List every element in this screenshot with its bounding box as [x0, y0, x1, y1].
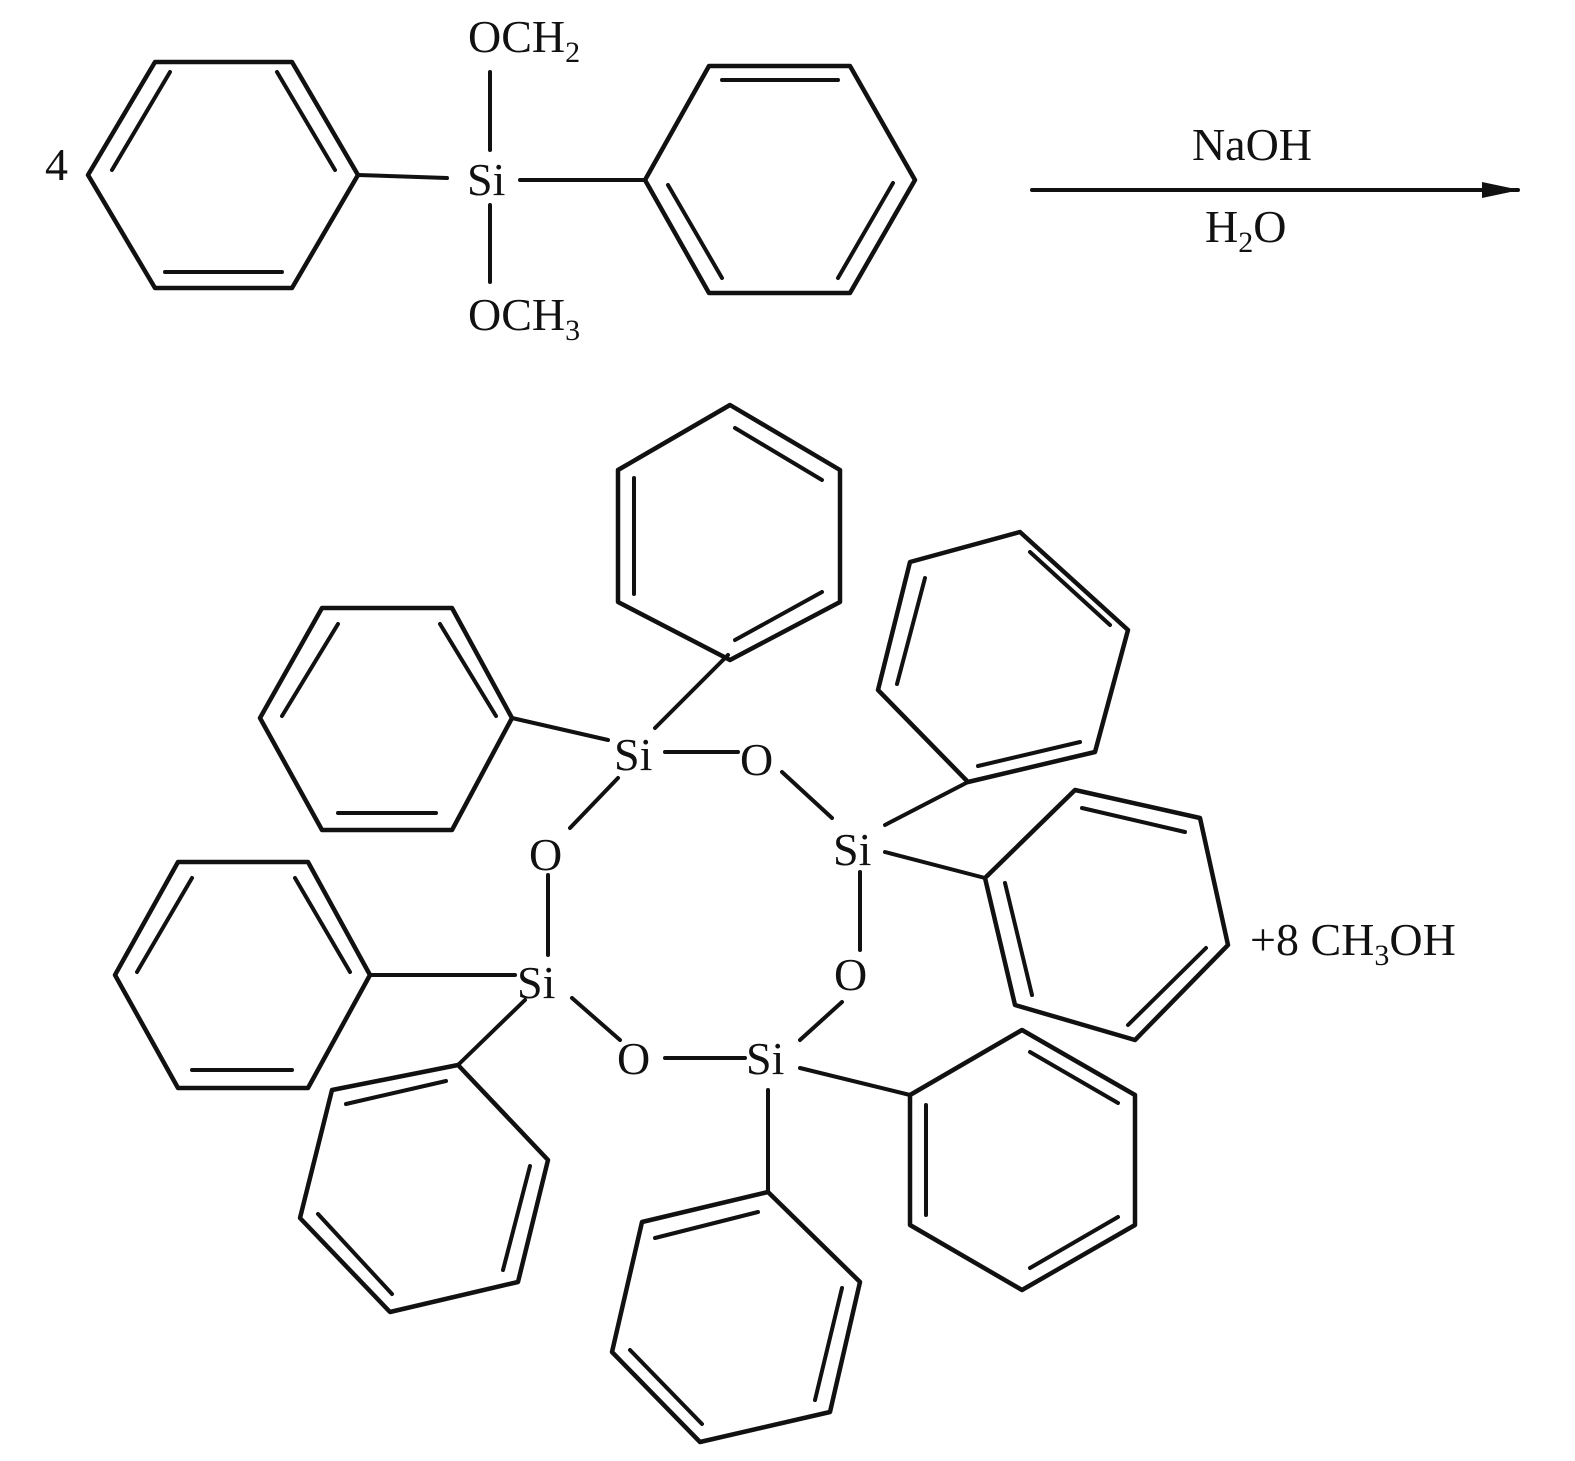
benzene-ring-bottom	[609, 1189, 863, 1445]
reagent-water: H2O	[1205, 201, 1286, 259]
bond-o1-si2	[780, 770, 834, 820]
ring-o-3: O	[617, 1033, 650, 1084]
ring-si-1: Si	[614, 729, 652, 780]
benzene-ring-left	[85, 59, 361, 291]
benzene-ring-upper-left	[257, 605, 515, 833]
bond-si4-phenyl-lower	[456, 998, 527, 1067]
ring-si-3: Si	[746, 1033, 784, 1084]
ring-o-4: O	[529, 829, 562, 880]
methoxy-bottom-label: OCH3	[468, 289, 580, 347]
ring-o-2: O	[834, 949, 867, 1000]
ring-o-1: O	[740, 734, 773, 785]
arrow-head	[1482, 182, 1520, 198]
byproduct-methanol: +8 CH3OH	[1250, 914, 1456, 972]
reactant-coefficient: 4	[45, 139, 68, 190]
reagent-naoh: NaOH	[1192, 119, 1312, 170]
benzene-ring-right	[982, 787, 1231, 1043]
bond-si1-phenyl-top	[653, 653, 730, 730]
reaction-arrow: NaOH H2O	[1030, 119, 1520, 259]
benzene-ring-lower-center-left	[297, 1062, 551, 1315]
methoxy-top-label: OCH2	[468, 11, 580, 69]
bond-si2-phenyl-upper	[883, 780, 970, 827]
bond-si2-phenyl-lower	[883, 850, 987, 880]
benzene-ring-upper-right	[875, 529, 1131, 785]
bond-left-si	[356, 173, 449, 180]
bond-si1-phenyl-left	[510, 716, 610, 742]
benzene-ring-top	[615, 402, 843, 663]
bond-o3-si4	[570, 996, 622, 1042]
ring-si-2: Si	[833, 824, 871, 875]
reactant-si-label: Si	[467, 154, 505, 205]
product: Si O Si O Si O Si O	[112, 402, 1456, 1445]
benzene-ring-lower-left	[112, 859, 373, 1091]
bond-o4-si1	[568, 776, 620, 830]
benzene-ring-lower-right	[907, 1027, 1138, 1293]
benzene-ring-right	[642, 63, 918, 296]
bond-o2-si3	[798, 1000, 844, 1042]
bond-si3-phenyl-right	[798, 1066, 912, 1097]
reactant: 4 Si OCH2 OCH3	[45, 11, 918, 347]
